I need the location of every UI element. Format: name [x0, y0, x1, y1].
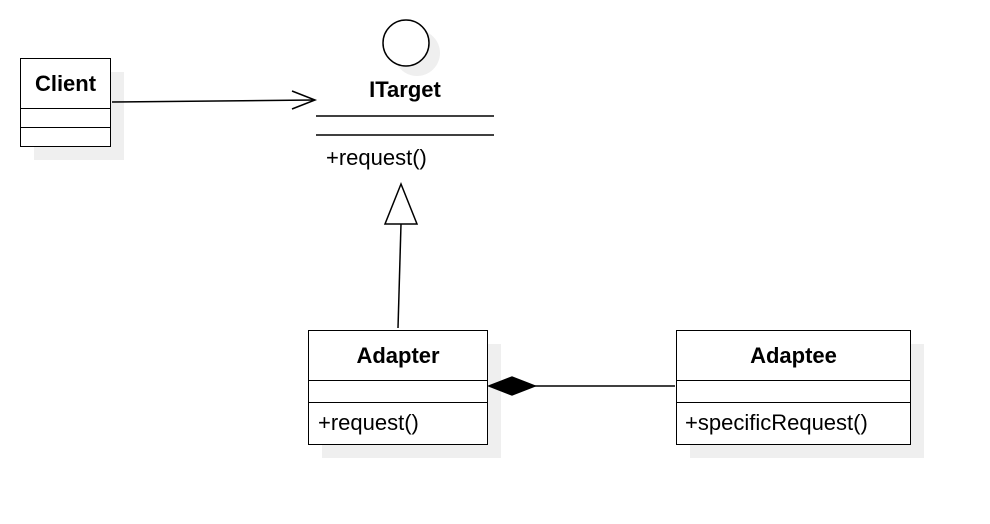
adapter-operation: +request(): [318, 410, 419, 435]
itarget-operation: +request(): [326, 145, 427, 170]
adaptee-class[interactable]: Adaptee +specificRequest(): [676, 330, 911, 445]
client-attributes-compartment: [21, 109, 110, 128]
adapter-attributes-compartment: [309, 381, 487, 403]
realization-triangle-icon: [383, 181, 419, 225]
client-to-itarget-association: [111, 99, 315, 103]
adaptee-operation: +specificRequest(): [685, 410, 868, 435]
itarget-lollipop-shadow: [394, 30, 440, 76]
adapter-class[interactable]: Adapter +request(): [308, 330, 488, 445]
adapter-to-itarget-realization: [397, 223, 402, 329]
association-arrowhead-icon: [291, 90, 318, 110]
adaptee-attributes-compartment: [677, 381, 910, 403]
itarget-interface-name: ITarget: [369, 77, 441, 102]
adapter-class-name: Adapter: [309, 331, 487, 381]
adaptee-operations-compartment: +specificRequest(): [677, 403, 910, 443]
client-class[interactable]: Client: [20, 58, 111, 147]
client-class-name: Client: [21, 59, 110, 109]
client-operations-compartment: [21, 128, 110, 145]
adaptee-class-name: Adaptee: [677, 331, 910, 381]
adapter-operations-compartment: +request(): [309, 403, 487, 443]
